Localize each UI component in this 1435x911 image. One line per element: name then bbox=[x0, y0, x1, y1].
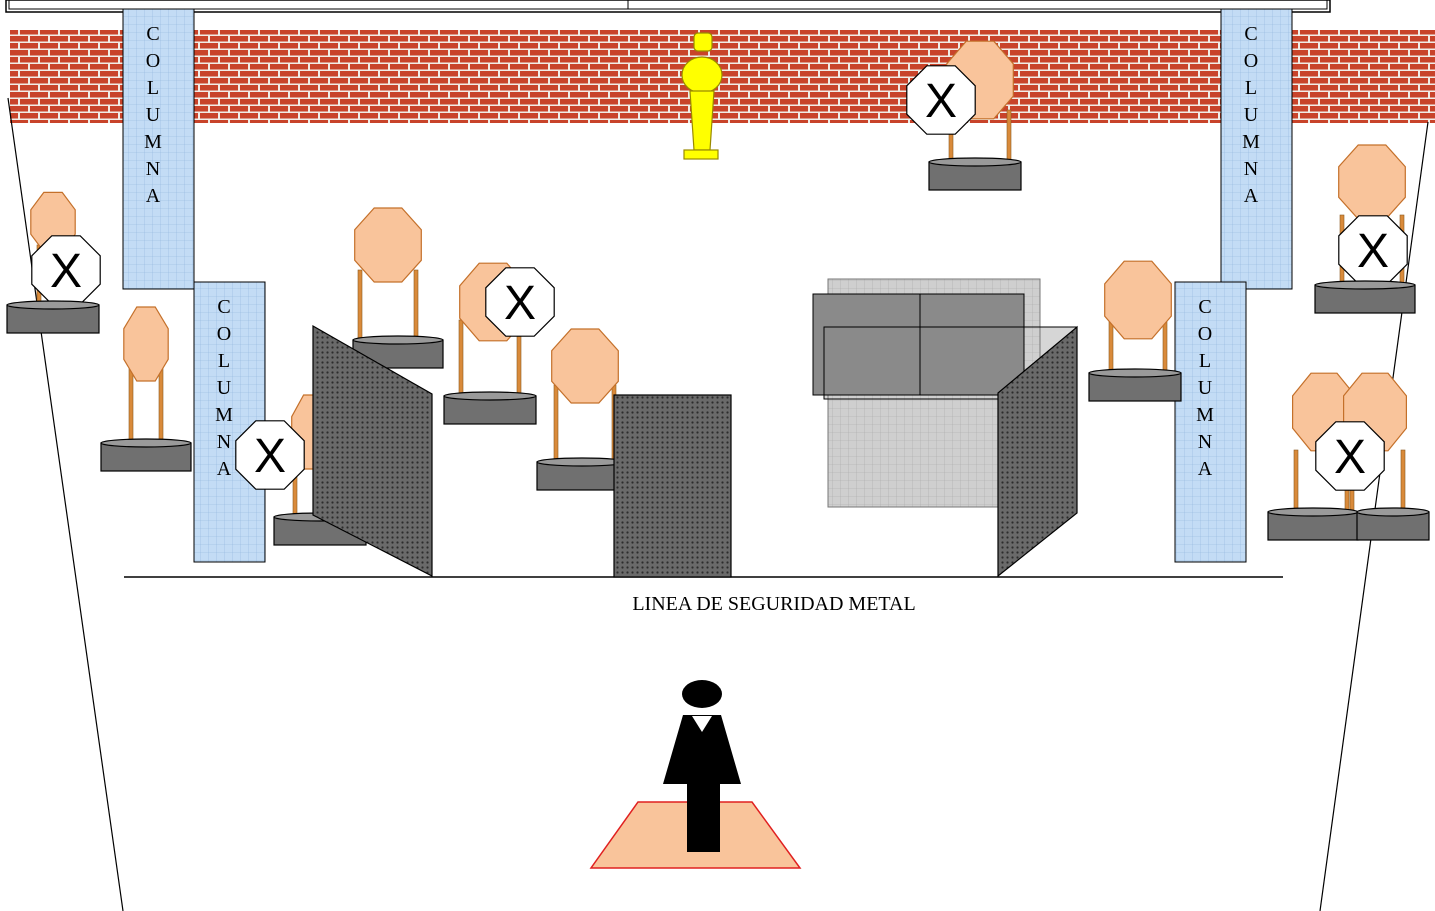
column-label-letter: M bbox=[1196, 404, 1214, 426]
no-shoot-target: X bbox=[485, 267, 555, 337]
column-label-letter: U bbox=[146, 104, 161, 126]
column-label-letter: C bbox=[1198, 296, 1211, 318]
shooter-figure bbox=[663, 680, 741, 852]
column-label-letter: U bbox=[1244, 104, 1259, 126]
column-label-letter: L bbox=[218, 350, 230, 372]
no-shoot-target: X bbox=[31, 235, 101, 305]
column-label-letter: O bbox=[217, 323, 231, 345]
target-base bbox=[1314, 280, 1416, 314]
no-shoot-mark: X bbox=[504, 277, 536, 330]
shoot-target bbox=[1338, 144, 1406, 220]
column-label-letter: N bbox=[146, 158, 160, 180]
column-label-letter: A bbox=[146, 185, 161, 207]
target-base bbox=[100, 438, 192, 472]
no-shoot-mark: X bbox=[254, 430, 286, 483]
column-label-letter: U bbox=[1198, 377, 1213, 399]
no-shoot-mark: X bbox=[925, 75, 957, 128]
column-label-letter: L bbox=[147, 77, 159, 99]
column-label-letter: N bbox=[217, 431, 231, 453]
target-base bbox=[536, 457, 628, 491]
column-label-letter: O bbox=[1198, 323, 1212, 345]
column-label-letter: M bbox=[1242, 131, 1260, 153]
shoot-target bbox=[1104, 260, 1172, 340]
no-shoot-target: X bbox=[235, 420, 305, 490]
popper-target bbox=[681, 32, 723, 160]
target-base bbox=[928, 157, 1022, 191]
left-boundary-line bbox=[7, 97, 124, 911]
column-label-letter: M bbox=[215, 404, 233, 426]
no-shoot-target: X bbox=[1315, 421, 1385, 491]
column-label-letter: L bbox=[1199, 350, 1211, 372]
column-label-letter: A bbox=[1198, 458, 1213, 480]
column-label-letter: C bbox=[146, 23, 159, 45]
no-shoot-mark: X bbox=[1334, 431, 1366, 484]
barricade-right-angled bbox=[997, 325, 1078, 578]
no-shoot-mark: X bbox=[50, 245, 82, 298]
top-frame bbox=[5, 0, 1331, 13]
column-label-letter: C bbox=[1244, 23, 1257, 45]
column-label-letter: L bbox=[1245, 77, 1257, 99]
column-label-letter: C bbox=[217, 296, 230, 318]
target-base bbox=[1356, 507, 1430, 541]
shoot-target bbox=[551, 328, 619, 404]
target-base bbox=[6, 300, 100, 334]
column-label-letter: N bbox=[1244, 158, 1258, 180]
shoot-target bbox=[354, 207, 422, 283]
no-shoot-target: X bbox=[1338, 215, 1408, 285]
column-label-letter: O bbox=[1244, 50, 1258, 72]
barricade-center bbox=[613, 394, 732, 578]
no-shoot-mark: X bbox=[1357, 225, 1389, 278]
shoot-target bbox=[123, 306, 169, 382]
target-base bbox=[1267, 507, 1359, 541]
column-label-letter: N bbox=[1198, 431, 1212, 453]
column-label-letter: M bbox=[144, 131, 162, 153]
column-label-letter: U bbox=[217, 377, 232, 399]
no-shoot-target: X bbox=[906, 65, 976, 135]
column-label-letter: O bbox=[146, 50, 160, 72]
column-label-letter: A bbox=[217, 458, 232, 480]
target-base bbox=[1088, 368, 1182, 402]
target-base bbox=[443, 391, 537, 425]
safety-line-label: LINEA DE SEGURIDAD METAL bbox=[632, 593, 915, 615]
column-label-letter: A bbox=[1244, 185, 1259, 207]
barricade-left-angled bbox=[312, 324, 433, 577]
